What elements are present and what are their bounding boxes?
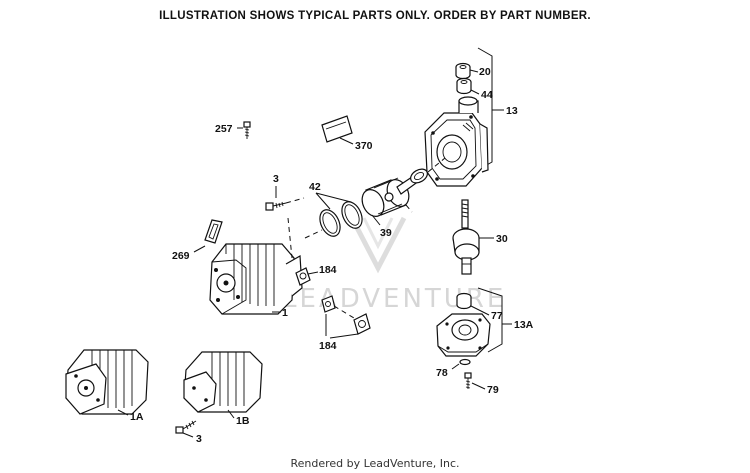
leader-79: [471, 382, 486, 390]
leader-1B: [227, 409, 235, 419]
leader-269: [193, 245, 206, 253]
part-1-cylinder[interactable]: [209, 243, 303, 315]
leader-1A: [117, 409, 129, 416]
part-3-screw-bottom[interactable]: [175, 420, 197, 434]
part-184-gasket-a[interactable]: [295, 267, 311, 286]
part-13-crankcase[interactable]: [424, 96, 489, 187]
part-78-washer[interactable]: [459, 358, 471, 366]
callout-3-bottom[interactable]: 3: [196, 433, 202, 445]
callout-184-a[interactable]: 184: [319, 264, 337, 276]
leader-42-a: [315, 192, 331, 210]
part-42-piston-rings[interactable]: [316, 199, 366, 240]
part-370-decal[interactable]: [321, 115, 353, 143]
callout-13A[interactable]: 13A: [514, 319, 534, 331]
part-269-gasket[interactable]: [204, 219, 223, 244]
part-44-bushing[interactable]: [456, 77, 472, 95]
part-1B-cylinder[interactable]: [183, 351, 263, 413]
part-30-crankshaft[interactable]: [452, 199, 480, 275]
header-note: ILLUSTRATION SHOWS TYPICAL PARTS ONLY. O…: [159, 10, 591, 22]
leader-3-bottom: [182, 432, 194, 438]
part-20-bushing[interactable]: [455, 62, 471, 80]
leader-44: [470, 89, 480, 95]
callout-1A[interactable]: 1A: [130, 411, 144, 423]
callout-3-top[interactable]: 3: [273, 173, 279, 185]
assembly-line-3: [285, 197, 305, 204]
watermark-text: LEADVENTURE: [282, 284, 506, 314]
assembly-line-39: [427, 157, 446, 173]
callout-44[interactable]: 44: [481, 89, 493, 101]
callout-1[interactable]: 1: [282, 307, 288, 319]
leader-184-a: [307, 271, 319, 275]
part-184-gaskets-b[interactable]: [321, 295, 371, 335]
bracket-13A: [477, 287, 503, 353]
callout-20[interactable]: 20: [479, 66, 491, 78]
callout-77[interactable]: 77: [491, 310, 503, 322]
assembly-line-1: [287, 217, 293, 259]
leader-78: [451, 363, 460, 370]
leader-42-b: [315, 192, 352, 203]
callout-1B[interactable]: 1B: [236, 415, 250, 427]
part-257-screw[interactable]: [243, 121, 251, 139]
assembly-line-39-b: [405, 204, 413, 213]
part-3-screw-top[interactable]: [265, 201, 287, 211]
leader-184-b2: [329, 333, 359, 339]
leader-39: [371, 214, 381, 226]
part-79-screw[interactable]: [464, 372, 472, 389]
callout-39[interactable]: 39: [380, 227, 392, 239]
callout-269[interactable]: 269: [172, 250, 190, 262]
assembly-line-42: [304, 229, 323, 239]
callout-30[interactable]: 30: [496, 233, 508, 245]
footer-credit: Rendered by LeadVenture, Inc.: [290, 457, 460, 470]
callout-184-b[interactable]: 184: [319, 340, 337, 352]
assembly-line-184: [333, 305, 355, 319]
part-1A-cylinder[interactable]: [65, 349, 149, 415]
leader-370: [339, 137, 354, 145]
callout-78[interactable]: 78: [436, 367, 448, 379]
leader-20: [469, 69, 479, 73]
callout-257[interactable]: 257: [215, 123, 233, 135]
callout-370[interactable]: 370: [355, 140, 373, 152]
callout-13[interactable]: 13: [506, 105, 518, 117]
part-39-piston-rod[interactable]: [358, 166, 430, 220]
callout-79[interactable]: 79: [487, 384, 499, 396]
callout-42[interactable]: 42: [309, 181, 321, 193]
leader-77: [470, 305, 490, 316]
part-13A-crankcase-half[interactable]: [436, 313, 491, 357]
part-77-bushing[interactable]: [456, 292, 472, 310]
